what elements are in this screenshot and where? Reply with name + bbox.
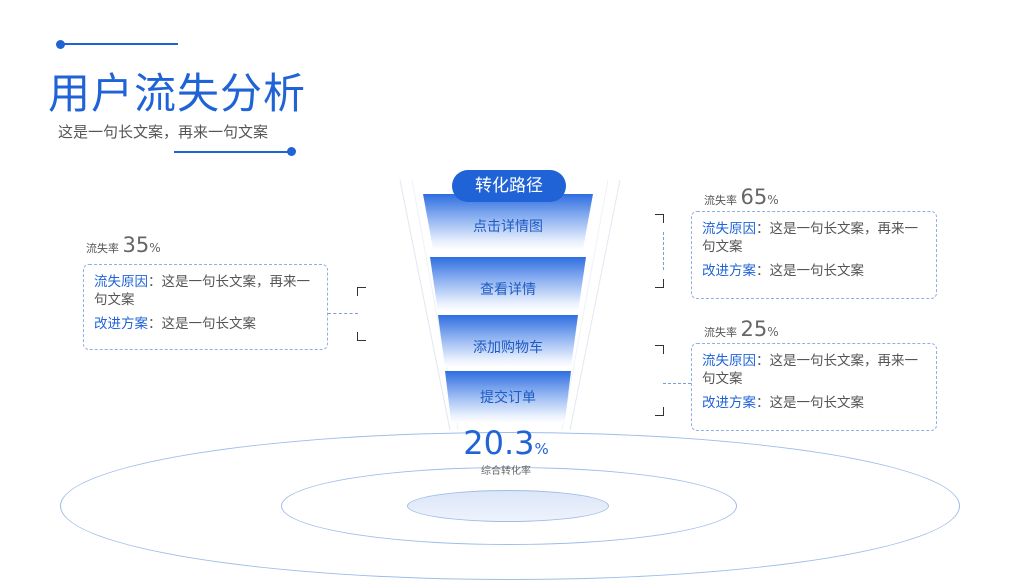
funnel-badge: 转化路径 [452,170,566,202]
funnel-step-1: 点击详情图 [423,194,593,250]
conversion-rate-label: 综合转化率 [481,466,531,477]
page-subtitle: 这是一句长文案，再来一句文案 [58,123,269,141]
bracket-right-top-a [655,214,664,223]
connector-left [328,313,358,314]
conversion-rate-number: 20.3 [463,424,535,462]
churn-rate-left-unit: % [149,241,161,255]
churn-rate-left-value: 35 [122,233,150,257]
loss-reason-left-text: ：这是一句长文案，再来一句文案 [94,274,310,308]
improvement-plan-right-bottom: 改进方案：这是一句长文案 [702,394,926,412]
churn-rate-right-top-unit: % [767,193,779,207]
funnel-beams [399,180,621,431]
conversion-rate-unit: % [534,440,549,458]
page-title: 用户流失分析 [48,69,307,118]
header-line-bottom [174,151,290,153]
info-box-right-top: 流失原因：这是一句长文案，再来一句文案 改进方案：这是一句长文案 [691,211,937,299]
funnel-step-2: 查看详情 [430,257,586,311]
funnel-step-1-label: 点击详情图 [473,219,543,235]
funnel-step-2-label: 查看详情 [480,282,536,298]
funnel-step-3-label: 添加购物车 [473,340,543,356]
header-dot-bottom [287,147,296,156]
header-line-top [61,43,178,45]
improvement-plan-left-text: ：这是一句长文案 [148,316,256,332]
churn-rate-right-top-label: 流失率 [704,194,737,207]
churn-rate-right-bottom: 流失率 25% [704,317,779,341]
loss-reason-right-top: 流失原因：这是一句长文案，再来一句文案 [702,220,926,256]
loss-reason-right-top-key: 流失原因 [702,221,756,237]
loss-reason-left-key: 流失原因 [94,274,148,290]
improvement-plan-right-top-key: 改进方案 [702,263,756,279]
churn-rate-left: 流失率 35% [86,233,161,257]
funnel-step-4: 提交订单 [445,371,571,423]
connector-right-top [663,232,664,270]
conversion-rate-value: 20.3% [456,424,556,462]
improvement-plan-right-top: 改进方案：这是一句长文案 [702,262,926,280]
bracket-right-bottom-a [655,345,664,354]
improvement-plan-left: 改进方案：这是一句长文案 [94,315,317,333]
churn-rate-right-top-value: 65 [740,185,768,209]
ring-middle [281,467,737,545]
funnel-step-3: 添加购物车 [438,315,578,367]
improvement-plan-right-bottom-text: ：这是一句长文案 [756,395,864,411]
bracket-right-bottom-b [655,407,664,416]
churn-rate-right-top: 流失率 65% [704,185,779,209]
bracket-left-top [357,287,366,296]
churn-rate-right-bottom-unit: % [767,325,779,339]
improvement-plan-right-bottom-key: 改进方案 [702,395,756,411]
connector-right-bottom [663,383,691,384]
improvement-plan-left-key: 改进方案 [94,316,148,332]
info-box-right-bottom: 流失原因：这是一句长文案，再来一句文案 改进方案：这是一句长文案 [691,343,937,431]
bracket-left-bottom [357,332,366,341]
churn-rate-left-label: 流失率 [86,242,119,255]
bracket-right-top-b [655,279,664,288]
loss-reason-right-bottom: 流失原因：这是一句长文案，再来一句文案 [702,352,926,388]
churn-rate-right-bottom-label: 流失率 [704,326,737,339]
improvement-plan-right-top-text: ：这是一句长文案 [756,263,864,279]
funnel-step-4-label: 提交订单 [480,390,536,406]
loss-reason-right-bottom-key: 流失原因 [702,353,756,369]
churn-rate-right-bottom-value: 25 [740,317,768,341]
info-box-left: 流失原因：这是一句长文案，再来一句文案 改进方案：这是一句长文案 [83,264,328,350]
loss-reason-left: 流失原因：这是一句长文案，再来一句文案 [94,273,317,309]
loss-reason-right-bottom-text: ：这是一句长文案，再来一句文案 [702,353,918,387]
header-dot-top [56,40,65,49]
ring-inner [407,490,609,522]
loss-reason-right-top-text: ：这是一句长文案，再来一句文案 [702,221,918,255]
